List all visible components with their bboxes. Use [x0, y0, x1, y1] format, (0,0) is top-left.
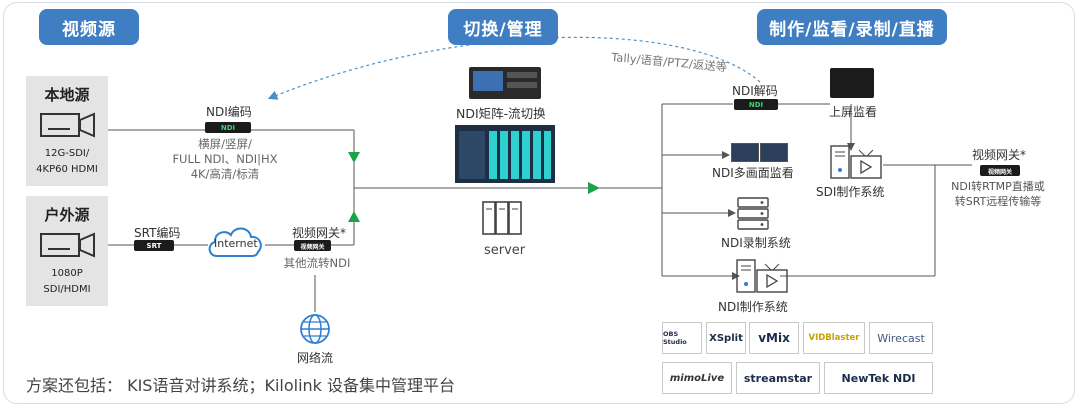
tally-return-arc	[267, 36, 761, 100]
logo-newtek-ndi: NewTek NDI	[824, 362, 933, 394]
server-icon	[482, 201, 522, 235]
ndi-production-title: NDI制作系统	[718, 300, 788, 314]
arrow-recording	[728, 209, 736, 217]
multiview-monitor-2	[760, 143, 788, 162]
section-tag-switching: 切换/管理	[448, 9, 558, 45]
ndi-decode-title: NDI解码	[732, 84, 778, 98]
gateway-out-device-label: 视频网关	[987, 169, 1012, 176]
outdoor-source-box: 户外源 1080P SDI/HDMI	[26, 196, 108, 306]
arrow-multiview	[722, 151, 730, 159]
screen-monitor-title: 上屏监看	[829, 105, 878, 119]
matrix-switcher-device	[469, 67, 541, 99]
srt-encoder-title: SRT编码	[134, 226, 181, 240]
multiview-monitor-1	[731, 143, 759, 162]
monitor-screen-icon	[830, 68, 874, 98]
ndi-encoder-title: NDI编码	[206, 105, 252, 119]
local-source-desc: 12G-SDI/ 4KP60 HDMI	[36, 148, 98, 175]
logo-vidblaster: VIDBlaster	[803, 322, 865, 354]
logo-streamstar: streamstar	[736, 362, 820, 394]
arrow-sdi-down	[847, 143, 855, 151]
local-source-box: 本地源 12G-SDI/ 4KP60 HDMI	[26, 76, 108, 186]
outdoor-source-title: 户外源	[44, 206, 90, 224]
ndi-decode-device-label: NDI	[748, 101, 764, 109]
gateway-out-title: 视频网关*	[972, 148, 1027, 162]
gateway-in-desc: 其他流转NDI	[283, 256, 351, 270]
green-arrow-right	[588, 182, 600, 194]
srt-encoder-device: SRT	[134, 240, 174, 251]
sdi-production-title: SDI制作系统	[816, 185, 885, 199]
green-arrow-up	[348, 211, 360, 222]
logo-wirecast: Wirecast	[869, 322, 933, 354]
footer-note: 方案还包括： KIS语音对讲系统；Kilolink 设备集中管理平台	[26, 376, 456, 395]
local-source-title: 本地源	[44, 86, 90, 104]
ndi-encoder-desc: 横屏/竖屏/ FULL NDI、NDI|HX 4K/高清/标清	[172, 137, 278, 181]
gateway-in-device-label: 视频网关	[300, 244, 325, 251]
logo-xsplit: XSplit	[706, 322, 746, 354]
multiview-title: NDI多画面监看	[712, 166, 794, 180]
recording-server-icon	[737, 197, 769, 230]
matrix-screen	[455, 125, 555, 183]
network-stream-label: 网络流	[297, 351, 334, 365]
gateway-in-title: 视频网关*	[292, 226, 347, 240]
camera-icon	[40, 112, 95, 138]
camera-icon	[40, 232, 95, 258]
logo-obs-studio: OBS Studio	[662, 322, 702, 354]
ndi-encoder-device: NDI	[205, 122, 251, 133]
gateway-out-device: 视频网关	[980, 165, 1020, 176]
gateway-out-desc: NDI转RTMP直播或 转SRT远程传输等	[951, 180, 1045, 208]
production-system-icon	[736, 259, 788, 293]
matrix-title: NDI矩阵-流切换	[456, 106, 546, 121]
section-tag-production: 制作/监看/录制/直播	[757, 9, 947, 45]
green-arrow-down	[348, 152, 360, 163]
production-system-icon	[830, 145, 882, 179]
outdoor-source-desc: 1080P SDI/HDMI	[43, 268, 91, 295]
logo-mimolive: mimoLive	[662, 362, 732, 394]
cloud-icon	[208, 227, 262, 257]
server-label: server	[484, 243, 526, 258]
gateway-in-device: 视频网关	[294, 240, 331, 251]
ndi-decode-device: NDI	[734, 99, 778, 110]
recording-title: NDI录制系统	[721, 236, 791, 250]
arrow-ndi-production	[732, 272, 740, 280]
logo-vmix: vMix	[749, 322, 799, 354]
globe-icon	[300, 314, 330, 344]
ndi-encoder-device-label: NDI	[220, 124, 236, 132]
section-tag-source: 视频源	[39, 9, 139, 45]
internet-label: Internet	[214, 237, 258, 250]
srt-encoder-device-label: SRT	[146, 242, 162, 250]
